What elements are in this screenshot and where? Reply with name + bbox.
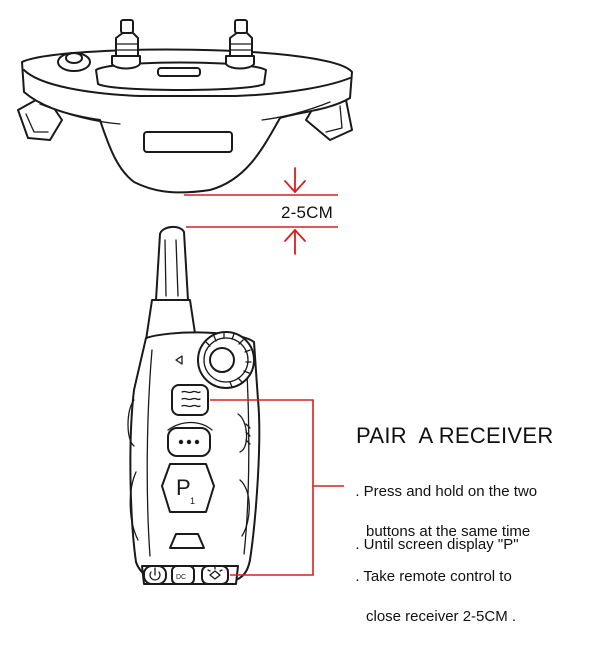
pairing-title: PAIR A RECEIVER: [356, 423, 554, 448]
vibration-icon: [181, 390, 201, 408]
power-icon: [149, 567, 161, 581]
power-button[interactable]: [143, 565, 167, 585]
step-2-line-1: . Until screen display "P": [355, 536, 519, 553]
contact-post-left: [111, 19, 141, 70]
step-3: . Take remote control to close receiver …: [347, 547, 516, 647]
contact-post-right: [225, 19, 255, 70]
receiver-knob: [57, 52, 91, 72]
dc-button-label: DC: [176, 574, 186, 581]
pairing-diagram: P 1 DC: [17, 19, 353, 585]
vibration-button[interactable]: [171, 384, 209, 416]
light-button[interactable]: [201, 565, 229, 585]
step-1: . Press and hold on the two buttons at t…: [347, 462, 537, 562]
callout-lines: [210, 399, 344, 576]
intensity-dial[interactable]: [197, 331, 255, 389]
tone-button[interactable]: [167, 427, 211, 457]
distance-label: 2-5CM: [281, 203, 334, 222]
step-1-line-2: buttons at the same time: [366, 523, 531, 540]
distance-marker: [184, 167, 338, 255]
light-icon: [207, 566, 223, 580]
dc-button[interactable]: DC: [171, 565, 195, 585]
display-number: 1: [190, 496, 195, 506]
step-1-line-1: . Press and hold on the two: [355, 483, 538, 500]
indicator-light: [169, 533, 205, 549]
shock-button[interactable]: P 1: [161, 463, 215, 513]
step-2: . Until screen display "P": [347, 515, 519, 555]
remote-control: P 1 DC: [127, 226, 261, 585]
tone-icon: [178, 439, 200, 445]
step-3-line-1: . Take remote control to: [355, 568, 512, 585]
receiver-collar: [17, 19, 353, 194]
display-letter: P: [176, 475, 191, 500]
bottom-button-row: DC: [141, 565, 239, 585]
step-3-line-2: close receiver 2-5CM .: [366, 608, 517, 625]
